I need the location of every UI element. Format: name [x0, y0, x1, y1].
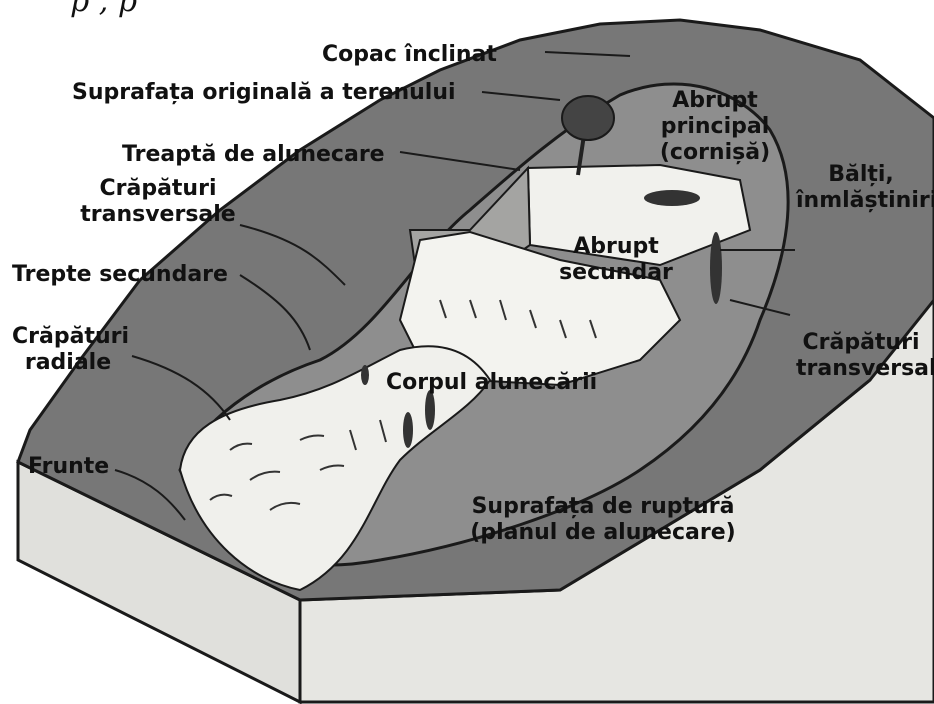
label-crapaturi-transversale-right-line2: transversale	[796, 356, 926, 382]
label-crapaturi-transversale-left: Crăpături transversale	[78, 176, 238, 228]
label-abrupt-principal-line1: Abrupt	[640, 88, 790, 114]
label-copac-inclinat: Copac înclinat	[322, 42, 497, 68]
label-crapaturi-transversale-left-line2: transversale	[78, 202, 238, 228]
label-treapta: Treaptă de alunecare	[122, 142, 385, 168]
label-crapaturi-transversale-right: Crăpături transversale	[796, 330, 926, 382]
label-abrupt-secundar-line2: secundar	[556, 260, 676, 286]
label-suprafata-ruptura: Suprafața de ruptură (planul de alunecar…	[458, 494, 748, 546]
label-corpul-alunecarii: Corpul alunecării	[386, 370, 597, 396]
label-balti-line2: înmlăștiniri	[796, 188, 926, 214]
label-crapaturi-radiale: Crăpături radiale	[12, 324, 124, 376]
label-crapaturi-transversale-right-line1: Crăpături	[796, 330, 926, 356]
label-trepte-secundare: Trepte secundare	[12, 262, 228, 288]
label-crapaturi-radiale-line1: Crăpături	[12, 324, 124, 350]
label-abrupt-principal-line3: (cornișă)	[640, 140, 790, 166]
label-abrupt-secundar-line1: Abrupt	[556, 234, 676, 260]
label-abrupt-principal: Abrupt principal (cornișă)	[640, 88, 790, 166]
label-suprafata-ruptura-line2: (planul de alunecare)	[458, 520, 748, 546]
label-abrupt-secundar: Abrupt secundar	[556, 234, 676, 286]
label-crapaturi-radiale-line2: radiale	[12, 350, 124, 376]
label-suprafata-ruptura-line1: Suprafața de ruptură	[458, 494, 748, 520]
label-crapaturi-transversale-left-line1: Crăpături	[78, 176, 238, 202]
label-suprafata-originala: Suprafața originală a terenului	[72, 80, 456, 106]
label-abrupt-principal-line2: principal	[640, 114, 790, 140]
label-balti-line1: Bălți,	[796, 162, 926, 188]
label-frunte: Frunte	[28, 454, 109, 480]
label-balti: Bălți, înmlăștiniri	[796, 162, 926, 214]
